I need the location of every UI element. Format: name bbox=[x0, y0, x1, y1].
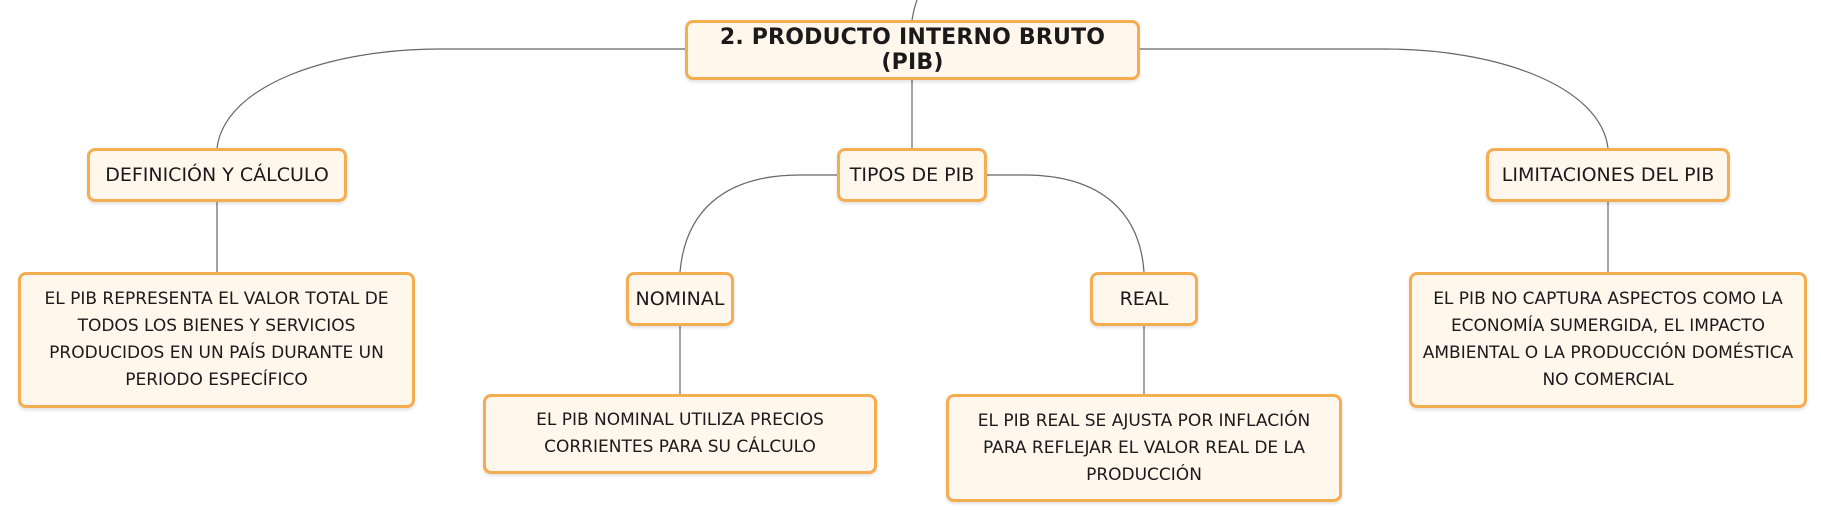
detail-node-real-text: EL PIB REAL SE AJUSTA POR INFLACIÓN PARA… bbox=[977, 410, 1311, 485]
connector-parent-to-root bbox=[911, 0, 918, 21]
subtype-node-nominal-label: NOMINAL bbox=[635, 288, 725, 310]
subtype-node-nominal[interactable]: NOMINAL bbox=[626, 272, 734, 326]
detail-node-real[interactable]: EL PIB REAL SE AJUSTA POR INFLACIÓN PARA… bbox=[946, 394, 1342, 502]
branch-node-tipos-label: TIPOS DE PIB bbox=[849, 164, 975, 186]
detail-node-limitaciones[interactable]: EL PIB NO CAPTURA ASPECTOS COMO LA ECONO… bbox=[1409, 272, 1807, 408]
branch-node-tipos[interactable]: TIPOS DE PIB bbox=[837, 148, 987, 202]
root-node-label: 2. PRODUCTO INTERNO BRUTO (PIB) bbox=[719, 25, 1106, 75]
detail-node-nominal[interactable]: EL PIB NOMINAL UTILIZA PRECIOS CORRIENTE… bbox=[483, 394, 877, 474]
detail-node-nominal-text: EL PIB NOMINAL UTILIZA PRECIOS CORRIENTE… bbox=[536, 410, 824, 457]
subtype-node-real-label: REAL bbox=[1119, 288, 1169, 310]
detail-node-definicion[interactable]: EL PIB REPRESENTA EL VALOR TOTAL DE TODO… bbox=[18, 272, 415, 408]
connector-root-to-definicion bbox=[216, 48, 685, 149]
subtype-node-real[interactable]: REAL bbox=[1090, 272, 1198, 326]
root-node[interactable]: 2. PRODUCTO INTERNO BRUTO (PIB) bbox=[685, 20, 1140, 80]
branch-node-limitaciones-label: LIMITACIONES DEL PIB bbox=[1501, 164, 1715, 186]
detail-node-definicion-text: EL PIB REPRESENTA EL VALOR TOTAL DE TODO… bbox=[44, 289, 389, 390]
branch-node-definicion[interactable]: DEFINICIÓN Y CÁLCULO bbox=[87, 148, 347, 202]
connector-tipos-to-nominal bbox=[679, 174, 837, 273]
connector-tipos-to-real bbox=[987, 174, 1145, 273]
branch-node-limitaciones[interactable]: LIMITACIONES DEL PIB bbox=[1486, 148, 1730, 202]
branch-node-definicion-label: DEFINICIÓN Y CÁLCULO bbox=[105, 164, 329, 186]
connector-root-to-limitaciones bbox=[1140, 48, 1609, 149]
detail-node-limitaciones-text: EL PIB NO CAPTURA ASPECTOS COMO LA ECONO… bbox=[1422, 289, 1794, 390]
